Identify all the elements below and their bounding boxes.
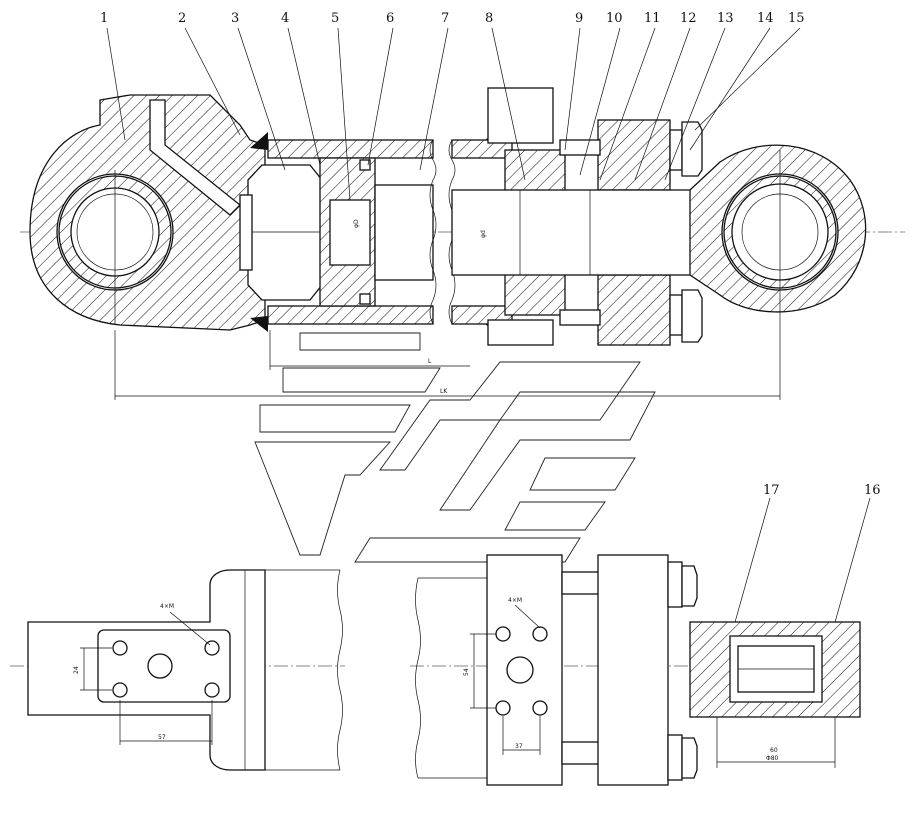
callout-12: 12: [680, 11, 697, 26]
bolt-bottom-head: [681, 289, 703, 343]
callout-8: 8: [485, 11, 493, 26]
total-length-label: LK: [440, 388, 448, 395]
piston-rod-right: [451, 189, 693, 276]
barrel-wall-top-right: [451, 139, 513, 159]
bolt-bottom-shank: [669, 294, 683, 336]
callout-2: 2: [178, 11, 186, 26]
rear-bolt-hole-2: [204, 640, 220, 656]
rear-width-label: 57: [158, 734, 166, 741]
eye-width-sub-label: Φ80: [766, 755, 779, 762]
head-width-label: 37: [515, 743, 523, 750]
callout-13: 13: [717, 11, 734, 26]
head-spacer-top: [561, 571, 603, 595]
head-cap-top: [597, 119, 671, 191]
rear-height-label: 24: [73, 666, 80, 674]
callout-3: 3: [231, 11, 239, 26]
piston-nut: [247, 164, 323, 301]
callout-9: 9: [575, 11, 583, 26]
head-bolt-bottom: [667, 734, 683, 781]
piston-rod-left: [374, 184, 434, 281]
rear-port-thread-label: 4×M: [160, 603, 174, 610]
callout-leaders: [106, 27, 871, 641]
gland-top: [504, 149, 566, 196]
callout-7: 7: [441, 11, 449, 26]
head-bolt-hole-3: [495, 700, 511, 716]
barrel-wall-top-left: [267, 139, 434, 159]
callout-6: 6: [386, 11, 394, 26]
callout-10: 10: [606, 11, 623, 26]
head-bolt-top: [667, 561, 683, 608]
bottom-left-port-view: 57 24 4×M: [10, 569, 345, 771]
barrel-wall-bottom-left: [267, 305, 434, 325]
piston-center: [329, 199, 371, 266]
head-port-thread-label: 4×M: [508, 597, 522, 604]
bore-label: φD: [353, 219, 360, 228]
gland-bottom: [504, 269, 566, 316]
seal-top: [359, 159, 371, 171]
head-bolt-hole-2: [532, 626, 548, 642]
callout-5: 5: [331, 11, 339, 26]
nut-washer: [239, 194, 253, 271]
callout-15: 15: [788, 11, 805, 26]
head-cap-bottom: [597, 274, 671, 346]
callout-16: 16: [864, 483, 881, 498]
spacer-top: [559, 139, 601, 156]
head-height-label: 54: [463, 668, 470, 676]
stroke-label: L: [428, 358, 432, 365]
bolt-top-head: [681, 121, 703, 177]
callout-11: 11: [644, 11, 661, 26]
rear-bolt-hole-3: [112, 682, 128, 698]
gland-flange-bottom: [487, 319, 554, 346]
rod-label: φd: [480, 230, 487, 238]
callout-4: 4: [281, 11, 289, 26]
head-cap-side: [597, 554, 669, 786]
head-spacer-bottom: [561, 741, 603, 765]
head-port-hole: [506, 656, 534, 684]
watermark-logo: [254, 332, 656, 563]
gland-flange-top: [487, 87, 554, 144]
eye-width-label: 60: [770, 747, 778, 754]
main-section-view: LK L φD φd: [20, 87, 905, 400]
spacer-bottom: [559, 309, 601, 326]
callout-17: 17: [763, 483, 780, 498]
callout-1: 1: [100, 11, 108, 26]
head-bolt-hole-1: [495, 626, 511, 642]
rear-bolt-hole-4: [204, 682, 220, 698]
seal-bottom: [359, 293, 371, 305]
head-bolt-hole-4: [532, 700, 548, 716]
rear-port-hole: [147, 653, 173, 679]
callout-numbers: 1 2 3 4 5 6 7 8 9 10 11 12 13 14 15 16 1…: [100, 11, 881, 498]
callout-14: 14: [757, 11, 774, 26]
bottom-mid-port-view: 54 37 4×M 60 Φ80: [410, 554, 861, 786]
bolt-top-shank: [669, 129, 683, 171]
rear-bolt-hole-1: [112, 640, 128, 656]
